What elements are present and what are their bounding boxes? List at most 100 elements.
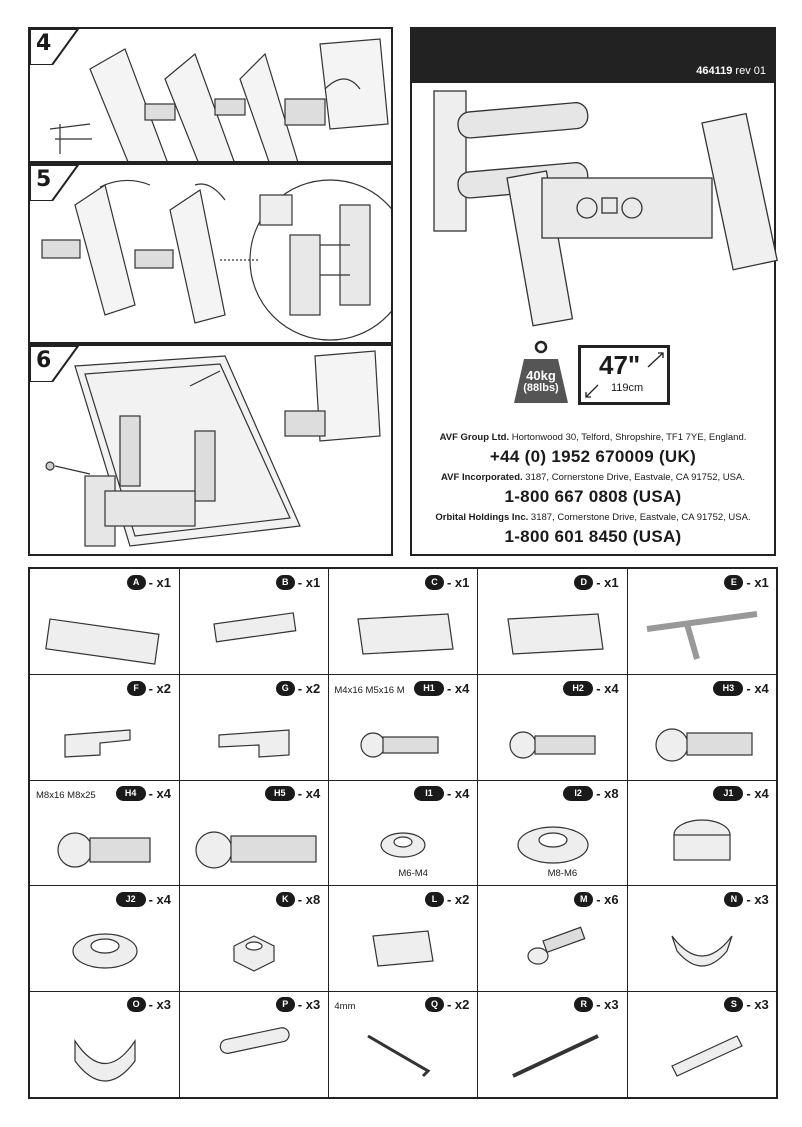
document-code: 464119 rev 01 [696, 65, 766, 77]
part-cell: O- x3 [30, 991, 180, 1098]
part-illustration [72, 933, 138, 969]
part-quantity: - x4 [746, 680, 769, 696]
part-label: H5- x4 [264, 786, 320, 802]
part-illustration [511, 1034, 599, 1079]
part-quantity: - x2 [446, 891, 470, 907]
part-letter-badge: K [275, 891, 295, 907]
part-illustration [57, 832, 151, 868]
screen-cm: 119cm [611, 382, 644, 394]
part-illustration [380, 832, 426, 858]
part-letter-badge: M [574, 891, 594, 907]
part-letter-badge: E [724, 575, 744, 590]
part-quantity: - x2 [446, 997, 470, 1013]
part-letter-badge: G [275, 680, 295, 696]
part-quantity: - x1 [746, 575, 769, 590]
part-quantity: - x3 [746, 891, 769, 907]
step-4-panel: 4 [28, 27, 393, 163]
part-label: J1- x4 [713, 786, 769, 802]
part-illustration [673, 819, 731, 861]
weight-rating-icon: 40kg (88lbs) [512, 339, 570, 405]
part-label: B- x1 [275, 575, 320, 590]
step-number-badge: 5 [30, 165, 80, 201]
part-size-note: 4mm [334, 1001, 356, 1013]
part-quantity: - x2 [297, 680, 321, 696]
part-illustration [372, 930, 435, 967]
phone-usa-1: 1-800 667 0808 (USA) [504, 487, 682, 506]
part-label: A- x1 [126, 575, 171, 590]
part-cell: E- x1 [626, 569, 777, 675]
part-quantity: - x8 [297, 891, 321, 907]
part-cell: C- x1 [328, 569, 479, 675]
part-illustration [367, 1035, 431, 1078]
part-letter-badge: H5 [264, 786, 295, 802]
part-label: S- x3 [724, 997, 769, 1013]
part-illustration [506, 613, 604, 655]
part-label: O- x3 [126, 997, 171, 1013]
part-letter-badge: L [424, 891, 444, 907]
weight-lbs: (88lbs) [523, 382, 559, 394]
screen-inches: 47" [599, 350, 641, 380]
part-quantity: - x3 [148, 997, 171, 1013]
step-6-illustration [45, 350, 381, 547]
part-cell: S- x3 [627, 991, 777, 1097]
part-illustration [74, 1039, 136, 1082]
part-label: H3- x4 [713, 680, 769, 696]
part-letter-badge: H4 [115, 786, 146, 802]
part-size-note: M8-M6 [547, 868, 578, 880]
part-quantity: - x1 [596, 575, 619, 590]
part-illustration [516, 826, 589, 864]
part-cell: H2- x4 [477, 674, 628, 781]
part-quantity: - x4 [746, 786, 769, 802]
part-quantity: - x3 [596, 997, 619, 1013]
part-letter-badge: I2 [563, 786, 594, 802]
part-letter-badge: D [574, 575, 594, 590]
part-letter-badge: H1 [413, 680, 444, 696]
part-letter-badge: R [574, 997, 594, 1013]
phone-uk: +44 (0) 1952 670009 (UK) [489, 447, 697, 466]
part-label: R- x3 [574, 997, 619, 1013]
step-5-panel: 5 [28, 163, 393, 344]
part-illustration [213, 612, 297, 643]
part-cell: R- x3 [478, 991, 628, 1098]
part-label: N- x3 [724, 891, 769, 907]
part-cell: H5- x4 [179, 780, 330, 887]
part-label: E- x1 [724, 575, 769, 590]
part-label: P- x3 [275, 997, 320, 1013]
part-illustration [508, 730, 596, 759]
part-cell: D- x1 [477, 569, 628, 675]
part-letter-badge: F [126, 680, 146, 696]
part-letter-badge: H3 [713, 680, 744, 696]
part-label: Q- x2 [424, 997, 470, 1013]
part-label: K- x8 [275, 891, 321, 907]
part-cell: J2- x4 [30, 885, 180, 992]
document-number: 464119 [696, 65, 733, 77]
part-quantity: - x4 [148, 786, 171, 802]
part-illustration [218, 728, 290, 758]
part-quantity: - x4 [446, 680, 470, 696]
part-quantity: - x4 [446, 786, 470, 802]
part-illustration [357, 613, 455, 655]
company-name: AVF Group Ltd. [439, 432, 510, 443]
part-letter-badge: B [275, 575, 295, 590]
part-letter-badge: J2 [115, 891, 146, 907]
step-4-illustration [49, 38, 389, 161]
contact-address-usa-2: Orbital Holdings Inc. 3187, Cornerstone … [412, 512, 774, 523]
part-label: I2- x8 [563, 786, 619, 802]
part-label: C- x1 [424, 575, 469, 590]
step-number-badge: 4 [30, 29, 80, 65]
company-address: 3187, Cornerstone Drive, Eastvale, CA 91… [530, 512, 751, 523]
part-cell: K- x8 [179, 885, 330, 992]
part-cell: G- x2 [179, 674, 330, 781]
part-letter-badge: C [424, 575, 444, 590]
part-illustration [45, 618, 160, 665]
part-quantity: - x8 [596, 786, 619, 802]
part-label: L- x2 [424, 891, 470, 907]
part-illustration [646, 611, 758, 660]
part-label: J2- x4 [115, 891, 171, 907]
part-cell: F- x2 [30, 674, 180, 781]
contact-address-usa-1: AVF Incorporated. 3187, Cornerstone Driv… [412, 472, 774, 483]
step-6-panel: 6 [28, 344, 393, 556]
part-letter-badge: S [724, 997, 744, 1013]
part-cell: L- x2 [328, 885, 479, 992]
